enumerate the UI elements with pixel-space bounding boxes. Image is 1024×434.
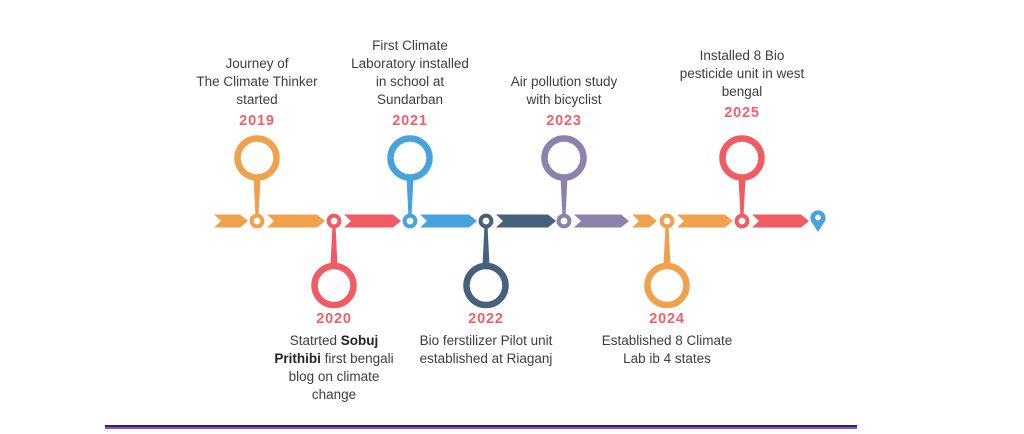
milestone-circle-2021 <box>387 135 433 181</box>
end-pin-hole <box>815 214 821 221</box>
timeline-arrow-segment-5 <box>574 214 629 228</box>
timeline-arrow-segment-7 <box>677 214 733 228</box>
timeline-arrow-segment-4 <box>496 214 556 228</box>
timeline-arrow-segment-8 <box>752 214 809 228</box>
timeline-arrow-segment-3 <box>420 214 477 228</box>
milestone-circle-2022 <box>463 262 509 309</box>
milestone-node-ring-2020 <box>326 213 342 229</box>
milestone-node-ring-2024 <box>659 213 675 229</box>
milestone-circle-2019 <box>234 135 280 181</box>
milestone-circle-2025 <box>719 135 765 181</box>
milestone-node-ring-2025 <box>734 213 750 229</box>
milestone-node-ring-2023 <box>556 213 572 229</box>
milestone-circle-2023 <box>541 135 587 181</box>
milestone-node-ring-2022 <box>478 213 494 229</box>
timeline-chevron-segment <box>214 214 248 228</box>
bottom-rule <box>105 425 857 429</box>
timeline-chevron-segment <box>632 214 657 228</box>
timeline-arrow-segment-2 <box>344 214 401 228</box>
milestone-circle-2024 <box>644 262 690 309</box>
milestone-node-ring-2019 <box>249 213 265 229</box>
milestone-node-ring-2021 <box>402 213 418 229</box>
milestone-circle-2020 <box>311 262 357 309</box>
timeline-arrow-segment-1 <box>267 214 325 228</box>
